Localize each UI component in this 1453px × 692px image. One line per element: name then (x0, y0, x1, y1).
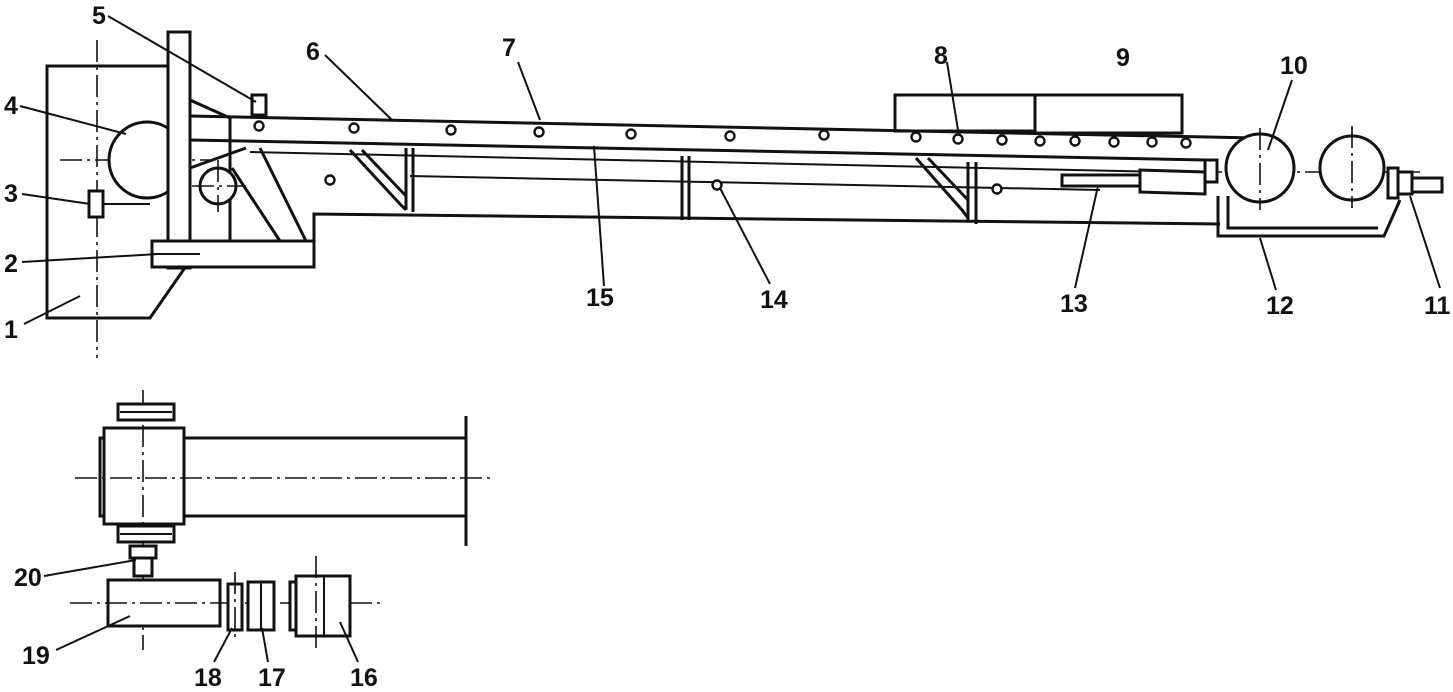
label-2: 2 (4, 250, 18, 278)
motor-16 (288, 556, 352, 652)
plan-view (70, 390, 490, 652)
cover-box-8 (893, 93, 1037, 133)
drive-column (166, 30, 192, 270)
head-frame-12 (1216, 196, 1402, 238)
label-14: 14 (760, 286, 788, 314)
label-20: 20 (14, 564, 42, 592)
post-5 (250, 93, 268, 117)
leader-lines (19, 15, 1441, 663)
elevation-view (45, 30, 1444, 358)
plan-frame (98, 436, 466, 518)
tensioner-13 (1060, 173, 1142, 188)
label-19: 19 (22, 642, 50, 670)
bracket-3 (87, 189, 105, 219)
label-1: 1 (4, 316, 18, 344)
label-8: 8 (934, 42, 948, 70)
label-3: 3 (4, 180, 18, 208)
support-frames (348, 148, 978, 224)
label-6: 6 (306, 38, 320, 66)
shaft-end-11 (1386, 166, 1444, 200)
part-labels: 1 2 3 4 5 6 7 8 9 10 11 12 13 14 15 16 1… (4, 2, 1451, 692)
label-12: 12 (1266, 292, 1294, 320)
label-9: 9 (1116, 44, 1130, 72)
coupling-20 (128, 544, 158, 578)
label-15: 15 (586, 284, 614, 312)
label-16: 16 (350, 664, 378, 692)
label-13: 13 (1060, 290, 1088, 318)
label-17: 17 (258, 664, 286, 692)
label-4: 4 (4, 92, 18, 120)
label-5: 5 (92, 2, 106, 30)
label-7: 7 (502, 34, 516, 62)
label-10: 10 (1280, 52, 1308, 80)
cover-box-9 (1033, 93, 1184, 135)
idler-rollers (253, 120, 1192, 195)
label-11: 11 (1424, 292, 1451, 320)
frame-left (312, 212, 1221, 241)
belt-bottom (189, 138, 1206, 162)
label-18: 18 (194, 664, 222, 692)
